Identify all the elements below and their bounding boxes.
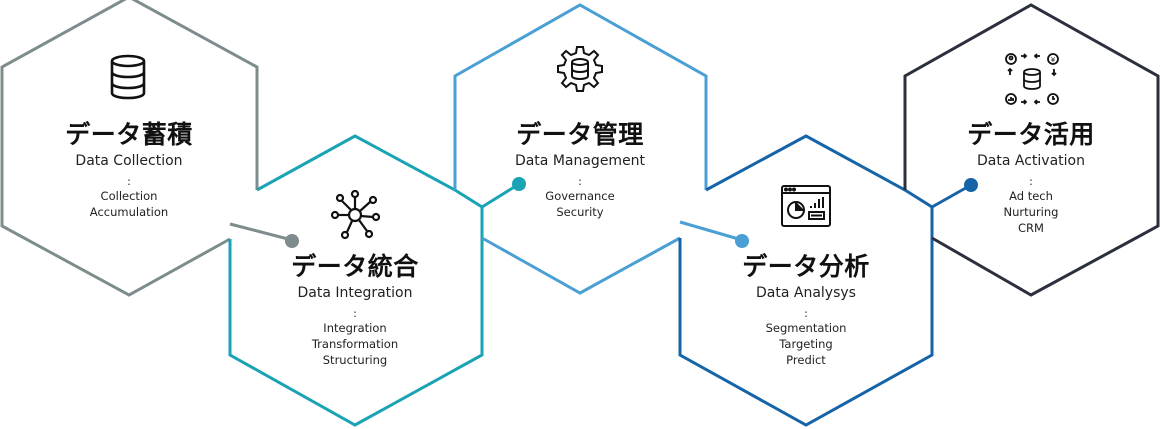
stage-separator: : bbox=[804, 307, 808, 320]
connector-dot-integration bbox=[512, 177, 526, 191]
stage-title-jp: データ管理 bbox=[516, 120, 644, 149]
stage-collection: データ蓄積 Data Collection : Collection Accum… bbox=[65, 120, 193, 220]
stage-activation: データ活用 Data Activation : Ad tech Nurturin… bbox=[967, 120, 1095, 236]
connector-line-management bbox=[679, 220, 743, 242]
stage-item: Targeting bbox=[779, 337, 833, 351]
stage-item: Governance bbox=[545, 189, 615, 203]
stage-item: Transformation bbox=[311, 337, 399, 351]
stage-title-en: Data Collection bbox=[75, 153, 183, 169]
stage-item: Segmentation bbox=[765, 321, 847, 335]
stage-item: Predict bbox=[786, 353, 826, 367]
stage-separator: : bbox=[1029, 175, 1033, 188]
hexagon-activation bbox=[903, 3, 1160, 297]
stage-title-en: Data Activation bbox=[977, 153, 1085, 169]
database-icon bbox=[110, 54, 146, 100]
stage-item: Accumulation bbox=[89, 205, 169, 219]
connector-dot-analysis bbox=[964, 178, 978, 192]
stage-integration: データ統合 Data Integration : Integration Tra… bbox=[291, 252, 419, 368]
hexagon-analysis bbox=[678, 134, 934, 427]
hexagon-management bbox=[453, 3, 708, 190]
stage-item: Ad tech bbox=[1009, 189, 1053, 203]
connector-dot-management bbox=[735, 234, 749, 248]
connector-line-analysis bbox=[931, 183, 972, 209]
stage-title-jp: データ統合 bbox=[291, 252, 419, 281]
stage-title-jp: データ蓄積 bbox=[65, 120, 193, 149]
hexagon-management-lower bbox=[481, 236, 681, 295]
stage-title-en: Data Integration bbox=[297, 285, 413, 301]
stage-separator: : bbox=[578, 175, 582, 188]
data-cycle-icon: ¥ bbox=[1005, 53, 1059, 105]
yen-glyph: ¥ bbox=[1051, 56, 1056, 64]
stage-item: Integration bbox=[323, 321, 387, 335]
stage-item: Security bbox=[556, 205, 604, 219]
stage-separator: : bbox=[127, 175, 131, 188]
stage-title-jp: データ活用 bbox=[967, 120, 1095, 149]
stage-separator: : bbox=[353, 307, 357, 320]
stage-management: データ管理 Data Management : Governance Secur… bbox=[515, 120, 645, 220]
stage-item: Structuring bbox=[322, 353, 388, 367]
stage-title-en: Data Management bbox=[514, 153, 646, 169]
stage-item: Collection bbox=[100, 189, 158, 203]
stage-title-jp: データ分析 bbox=[742, 252, 870, 281]
stage-item: CRM bbox=[1018, 221, 1044, 235]
dashboard-window-icon bbox=[781, 185, 831, 227]
connector-line-integration bbox=[481, 182, 520, 209]
stage-item: Nurturing bbox=[1003, 205, 1059, 219]
stage-analysis: データ分析 Data Analysys : Segmentation Targe… bbox=[742, 252, 870, 368]
gear-database-icon bbox=[557, 46, 603, 92]
connector-dot-collection bbox=[285, 234, 299, 248]
hexagon-collection bbox=[0, 0, 259, 297]
network-hub-icon bbox=[330, 190, 380, 240]
stage-title-en: Data Analysys bbox=[756, 285, 856, 301]
connector-line-collection bbox=[229, 222, 293, 242]
hexagon-integration bbox=[228, 134, 484, 427]
